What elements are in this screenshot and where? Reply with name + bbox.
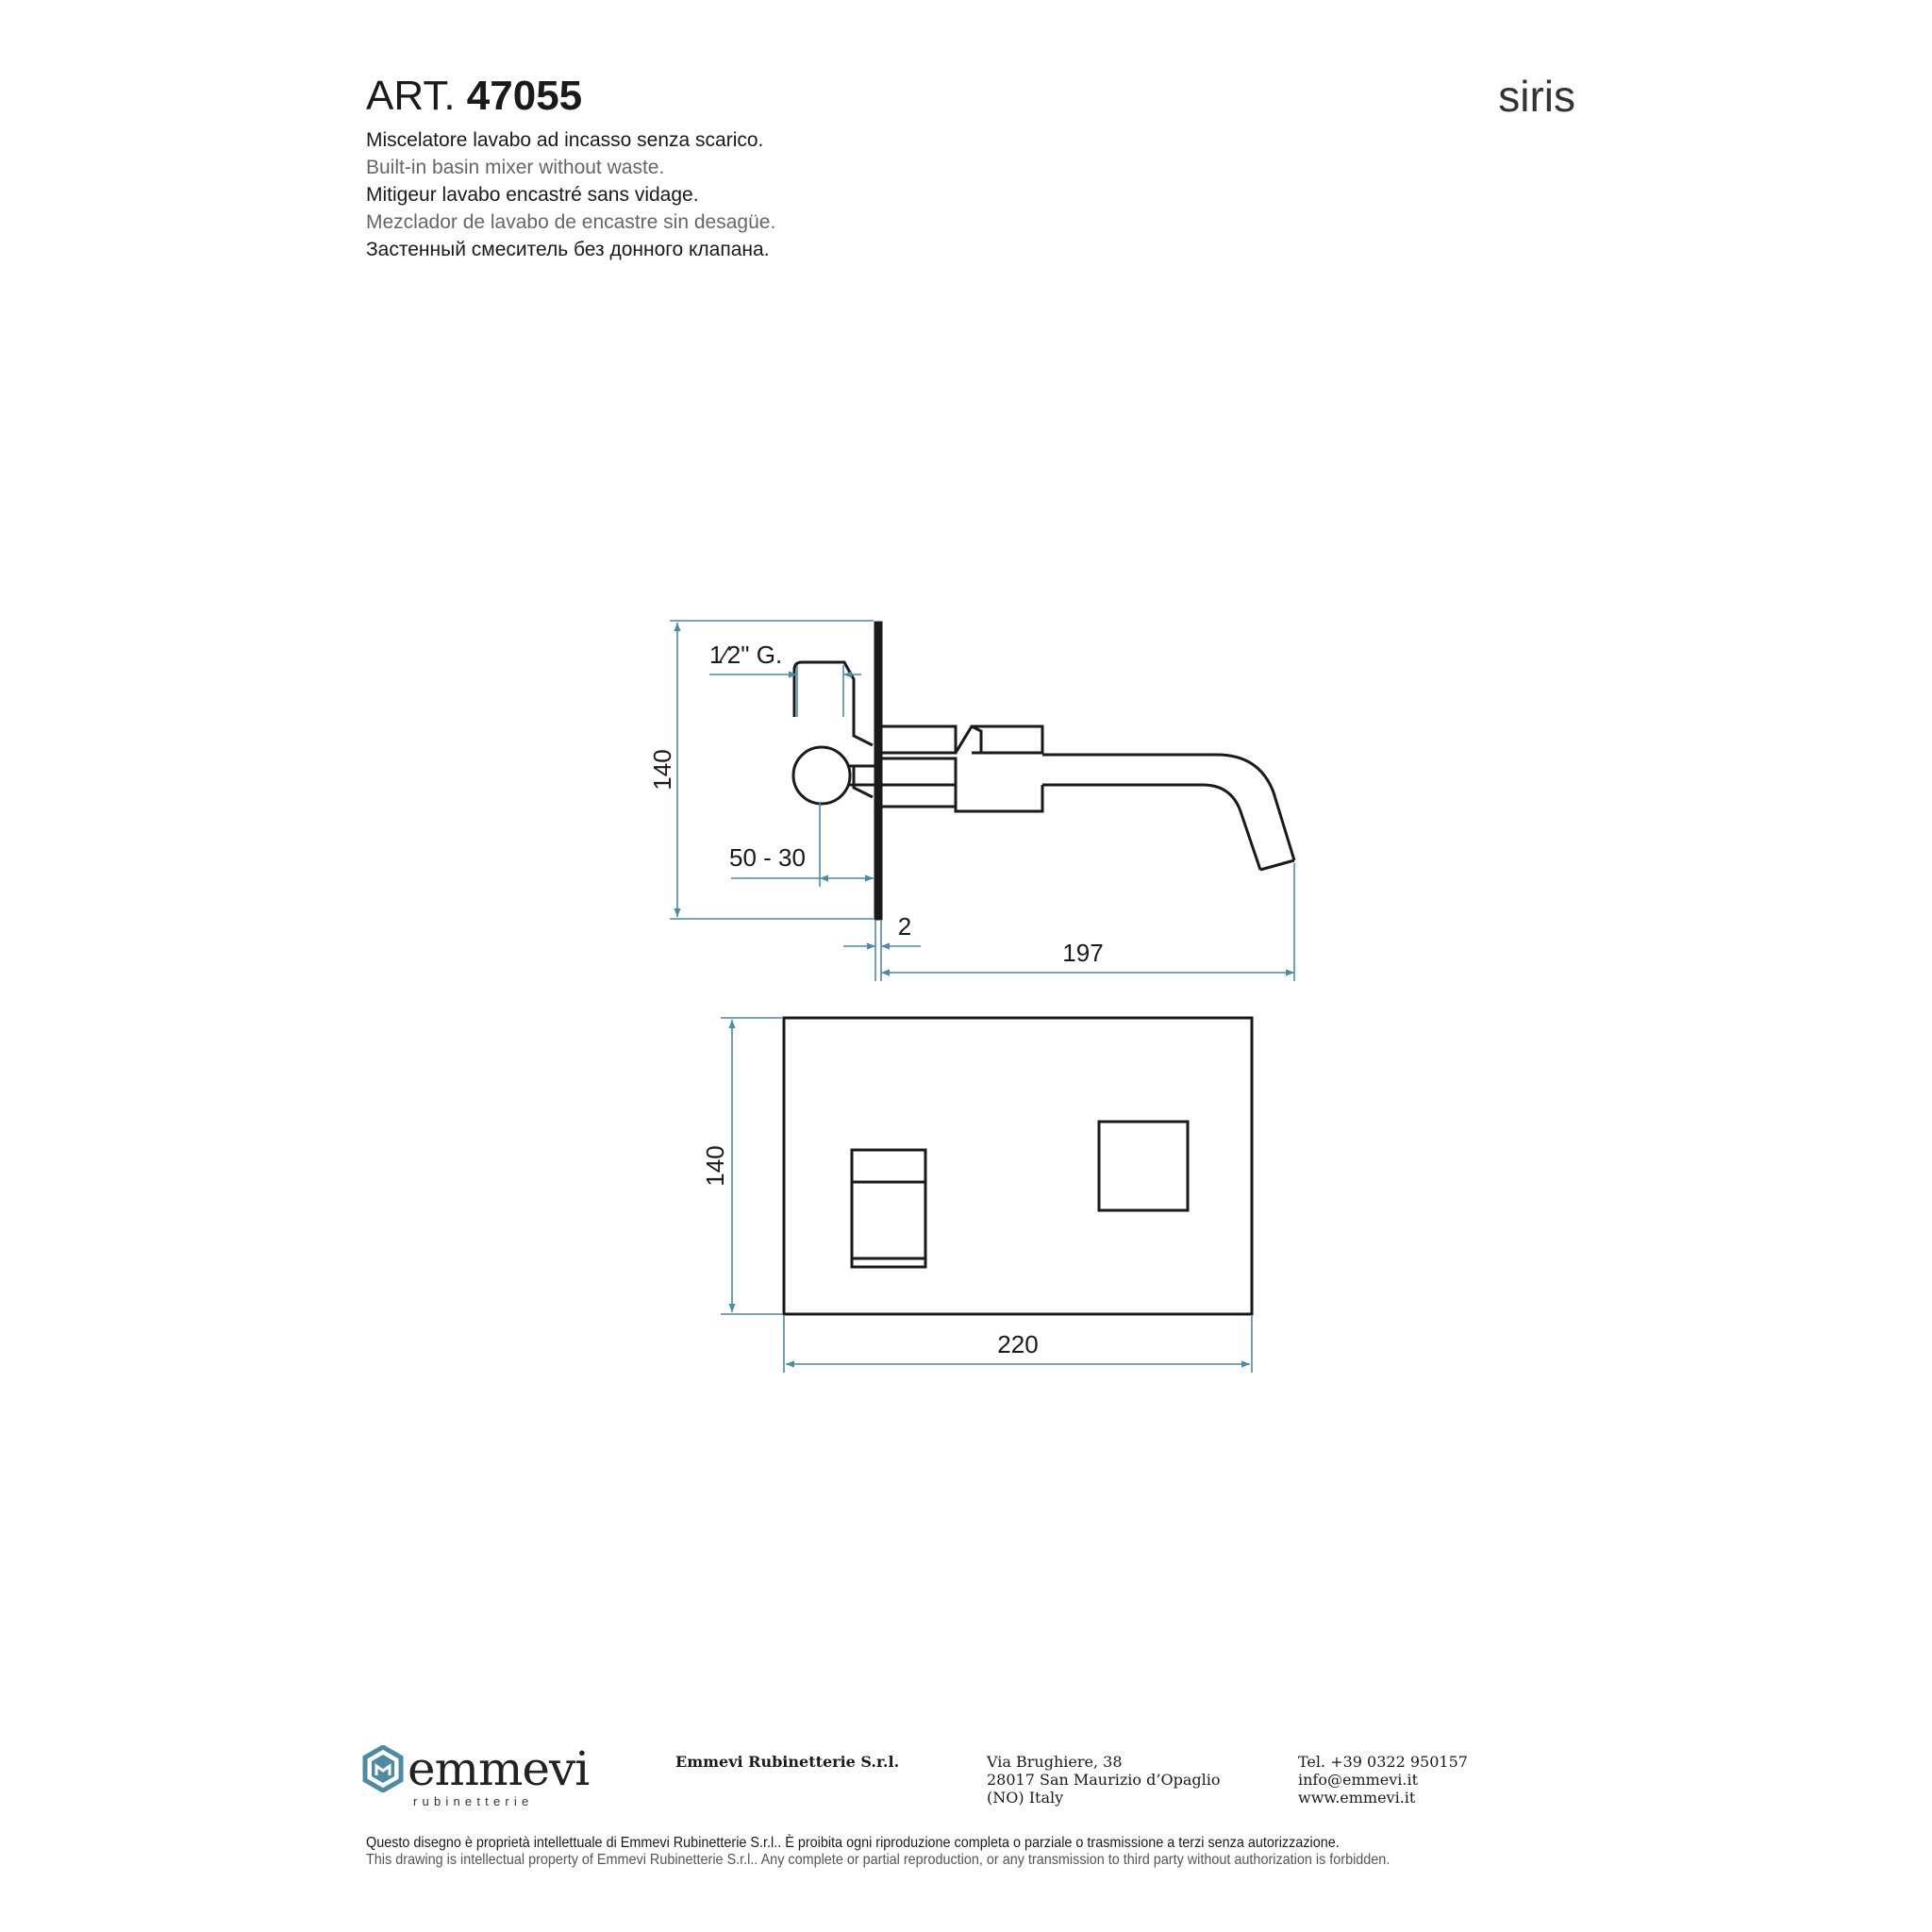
spout-collar: [954, 785, 1044, 813]
lever-handle: [954, 724, 1044, 755]
emmevi-logo-icon: [362, 1745, 404, 1792]
legal-notice-en: This drawing is intellectual property of…: [366, 1852, 1391, 1868]
description-it: Miscelatore lavabo ad incasso senza scar…: [366, 129, 764, 151]
address-line: 28017 San Maurizio d’Opaglio: [987, 1771, 1221, 1789]
front-view-dimensions: [721, 1017, 1253, 1373]
product-descriptions: Miscelatore lavabo ad incasso senza scar…: [366, 126, 775, 263]
article-number: 47055: [466, 73, 583, 119]
label-thread: 1⁄2" G.: [709, 641, 782, 669]
description-en: Built-in basin mixer without waste.: [366, 157, 665, 178]
legal-notice: Questo disegno è proprietà intellettuale…: [366, 1835, 1390, 1869]
label-front-height: 140: [701, 1145, 729, 1186]
wall-plate: [874, 621, 883, 921]
spout-bottom: [1042, 783, 1262, 871]
valve-body: [792, 660, 874, 747]
contact-phone: Tel. +39 0322 950157: [1298, 1753, 1468, 1771]
spout-outlet: [1259, 858, 1295, 872]
front-plate: [782, 1016, 1254, 1316]
description-fr: Mitigeur lavabo encastré sans vidage.: [366, 184, 699, 206]
address-line: Via Brughiere, 38: [987, 1753, 1123, 1771]
label-depth-range: 50 - 30: [729, 843, 806, 872]
logo-wordmark: emmevi: [408, 1741, 590, 1796]
legal-notice-it: Questo disegno è proprietà intellettuale…: [366, 1835, 1340, 1851]
lever-tip: [971, 724, 983, 753]
contact-website: www.emmevi.it: [1298, 1789, 1416, 1807]
valve-body-lower: [852, 766, 874, 799]
side-view: [791, 621, 1296, 921]
spout-joint: [881, 757, 958, 787]
side-view-dimensions: [670, 620, 1295, 981]
spout-joint-lower: [881, 785, 958, 808]
front-view: [782, 1016, 1254, 1316]
label-plate-thickness: 2: [898, 912, 911, 941]
label-spout-length: 197: [1062, 939, 1103, 967]
article-title: ART. 47055: [366, 74, 582, 119]
description-ru: Застенный смеситель без донного клапана.: [366, 239, 770, 260]
contact-email: info@emmevi.it: [1298, 1771, 1419, 1789]
lever-front: [850, 1148, 927, 1269]
article-prefix: ART.: [366, 73, 456, 119]
spout-front: [1097, 1120, 1190, 1212]
address-line: (NO) Italy: [987, 1789, 1064, 1807]
valve-circle: [791, 745, 852, 806]
description-es: Mezclador de lavabo de encastre sin desa…: [366, 211, 776, 233]
label-side-height: 140: [648, 749, 676, 790]
logo-subtitle: rubinetterie: [413, 1794, 534, 1808]
company-name: Emmevi Rubinetterie S.r.l.: [675, 1753, 900, 1771]
label-front-width: 220: [997, 1330, 1038, 1358]
company-address: Via Brughiere, 38 28017 San Maurizio d’O…: [987, 1753, 1220, 1807]
spout-top: [1042, 753, 1296, 861]
company-contact: Tel. +39 0322 950157 info@emmevi.it www.…: [1298, 1753, 1468, 1807]
series-name: siris: [1498, 72, 1575, 121]
lever-base: [881, 724, 958, 755]
